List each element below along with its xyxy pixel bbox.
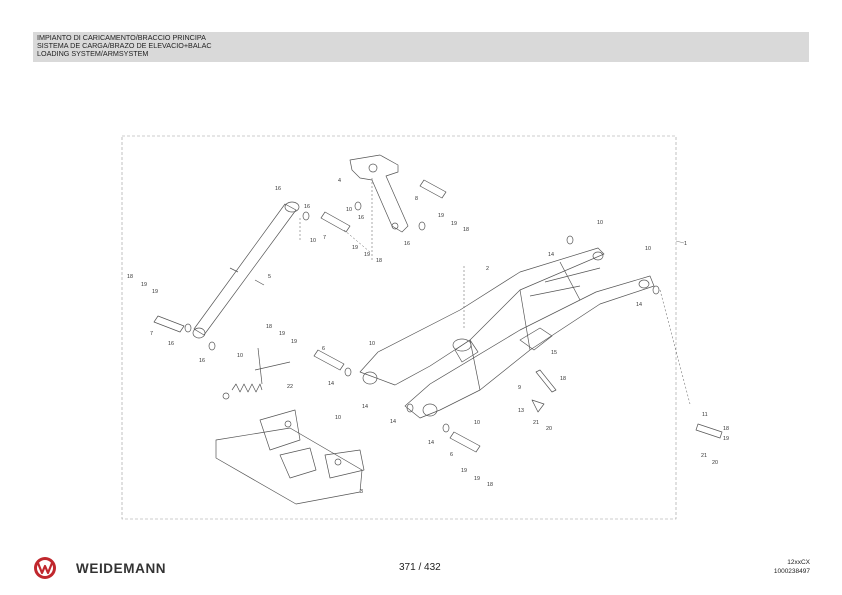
model-code: 12xxCX xyxy=(787,559,810,566)
callout-19: 19 xyxy=(352,245,358,251)
callout-15f: 16 xyxy=(199,358,205,364)
callout-21b: 21 xyxy=(701,453,707,459)
callout-7: 7 xyxy=(323,235,326,241)
callout-14d: 14 xyxy=(428,440,434,446)
callout-4: 4 xyxy=(338,178,341,184)
callout-14b: 14 xyxy=(362,404,368,410)
callout-10b: 10 xyxy=(310,238,316,244)
callout-18: 19 xyxy=(364,252,370,258)
callout-20b: 20 xyxy=(712,460,718,466)
callout-11: 11 xyxy=(702,412,708,418)
callout-15e: 16 xyxy=(168,341,174,347)
callout-17: 18 xyxy=(376,258,382,264)
callout-10: 10 xyxy=(346,207,352,213)
callout-10h: 10 xyxy=(645,246,651,252)
callout-18e: 19 xyxy=(474,476,480,482)
callout-15: 16 xyxy=(275,186,281,192)
callout-15c: 16 xyxy=(358,215,364,221)
callout-15b: 16 xyxy=(304,204,310,210)
callout-17d: 18 xyxy=(266,324,272,330)
callout-21: 21 xyxy=(533,420,539,426)
title-english: LOADING SYSTEM/ARMSYSTEM xyxy=(37,49,149,58)
callout-9: 9 xyxy=(518,385,521,391)
callout-16: 15 xyxy=(551,350,557,356)
header-band xyxy=(33,32,809,62)
document-number: 1000238497 xyxy=(773,567,810,575)
callout-17e: 18 xyxy=(487,482,493,488)
callout-19e: 19 xyxy=(461,468,467,474)
callout-14c: 14 xyxy=(390,419,396,425)
brand-name: WEIDEMANN xyxy=(76,561,167,576)
callout-19b: 19 xyxy=(438,213,444,219)
callout-10g: 10 xyxy=(597,220,603,226)
callout-18b: 19 xyxy=(451,221,457,227)
callout-17c: 18 xyxy=(127,274,133,280)
callout-17g: 18 xyxy=(723,426,729,432)
callout-1: 1 xyxy=(684,241,687,247)
callout-14: 14 xyxy=(328,381,334,387)
callout-7b: 7 xyxy=(150,331,153,337)
callout-10f: 10 xyxy=(474,420,480,426)
callout-14f: 14 xyxy=(636,302,642,308)
callout-2: 2 xyxy=(486,266,489,272)
drawing-frame xyxy=(121,135,677,520)
callout-19d: 19 xyxy=(291,339,297,345)
callout-18f: 19 xyxy=(723,436,729,442)
callout-20: 20 xyxy=(546,426,552,432)
callout-6b: 6 xyxy=(450,452,453,458)
callout-6: 6 xyxy=(322,346,325,352)
callout-5: 5 xyxy=(268,274,271,280)
title-spanish: SISTEMA DE CARGA/BRAZO DE ELEVACIO+BALAC xyxy=(37,41,212,50)
parts-linework xyxy=(153,154,723,505)
title-italian: IMPIANTO DI CARICAMENTO/BRACCIO PRINCIPA xyxy=(37,33,206,42)
callout-13: 13 xyxy=(518,408,524,414)
callout-10d: 10 xyxy=(369,341,375,347)
callout-19c: 19 xyxy=(152,289,158,295)
callout-17f: 18 xyxy=(560,376,566,382)
callout-10e: 10 xyxy=(335,415,341,421)
document-identifier: 12xxCX 1000238497 xyxy=(774,559,810,576)
callout-labels: 4 8 16 16 16 16 10 10 7 19 19 18 19 19 1… xyxy=(127,178,729,495)
callout-15d: 16 xyxy=(404,241,410,247)
callout-22: 22 xyxy=(287,384,293,390)
callout-18d: 19 xyxy=(279,331,285,337)
callout-14e: 14 xyxy=(548,252,554,258)
page-number: 371 / 432 xyxy=(399,562,441,573)
callout-10c: 10 xyxy=(237,353,243,359)
callout-3: 3 xyxy=(360,489,363,495)
callout-8: 8 xyxy=(415,196,418,202)
callout-18c: 19 xyxy=(141,282,147,288)
callout-17b: 18 xyxy=(463,227,469,233)
weidemann-logo-icon xyxy=(34,557,56,579)
